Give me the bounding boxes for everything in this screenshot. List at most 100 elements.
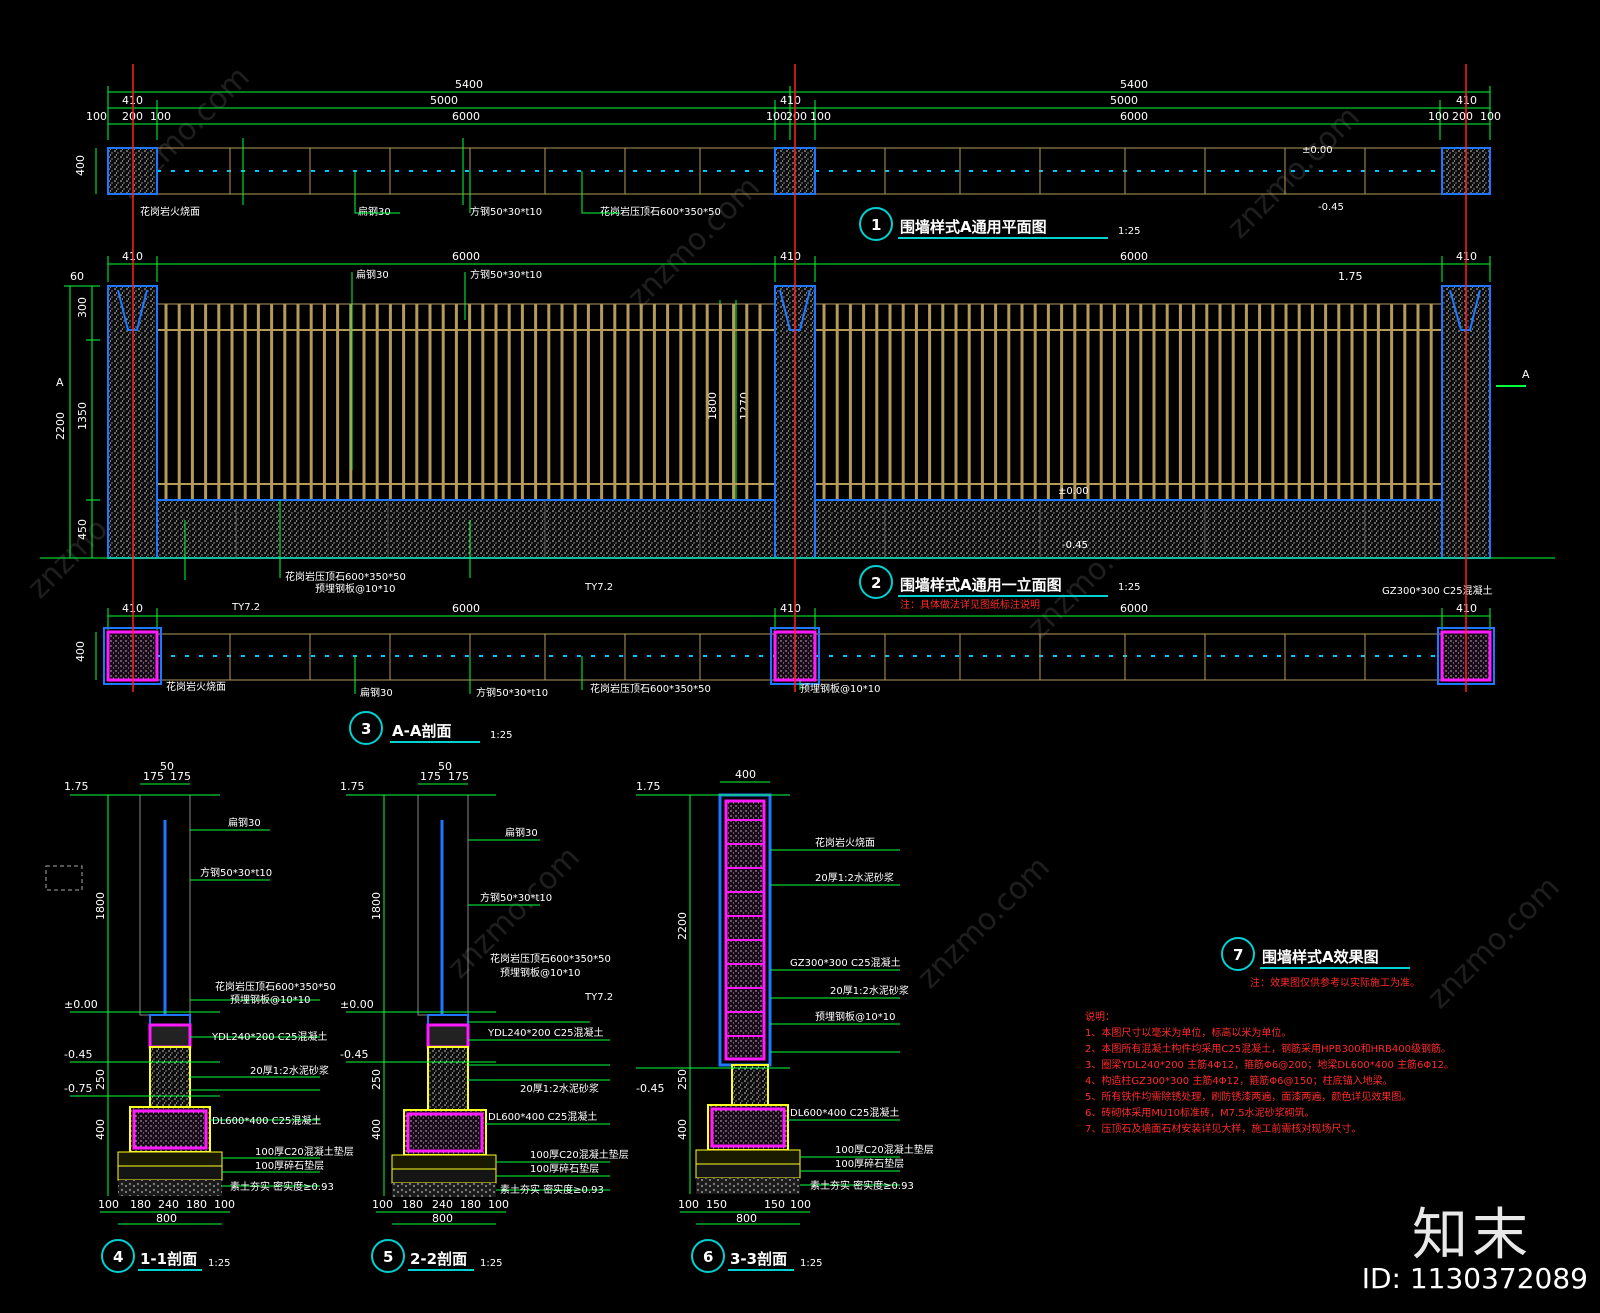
dim-label: 180 bbox=[460, 1198, 481, 1211]
dim-label: 100 bbox=[86, 110, 107, 123]
note-line: 5、所有铁件均需除锈处理，刷防锈漆两遍，面漆两遍，颜色详见效果图。 bbox=[1085, 1090, 1411, 1103]
sec-label: 100厚碎石垫层 bbox=[835, 1157, 904, 1170]
dim-label: 1.75 bbox=[340, 780, 365, 793]
dim-label: 200 bbox=[1452, 110, 1473, 123]
plan-label: 花岗岩压顶石600*350*50 bbox=[600, 205, 721, 218]
dim-label: 180 bbox=[130, 1198, 151, 1211]
aa-scale: 1:25 bbox=[490, 730, 512, 741]
sec-label: 100厚C20混凝土垫层 bbox=[835, 1143, 934, 1156]
aa-label: 预埋钢板@10*10 bbox=[800, 682, 880, 695]
sec-label: TY7.2 bbox=[584, 992, 613, 1003]
aa-label: 方钢50*30*t10 bbox=[476, 686, 548, 699]
dim-label: 5000 bbox=[1110, 94, 1138, 107]
sec-label: 素土夯实 密实度≥0.93 bbox=[500, 1183, 604, 1196]
dim-label: 100 bbox=[1428, 110, 1449, 123]
dim-label: A bbox=[1522, 368, 1530, 381]
dim-label: 400 bbox=[74, 641, 87, 662]
elev-label: ±0.00 bbox=[1058, 486, 1089, 497]
dim-label: 100 bbox=[98, 1198, 119, 1211]
dim-label: 1800 bbox=[370, 892, 383, 920]
note-line: 2、本图所有混凝土构件均采用C25混凝土，钢筋采用HPB300和HRB400级钢… bbox=[1085, 1042, 1451, 1055]
dim-label: 100 bbox=[214, 1198, 235, 1211]
dim-label: 800 bbox=[156, 1212, 177, 1225]
dim-label: 250 bbox=[676, 1069, 689, 1090]
plan-title-number: 1 bbox=[871, 216, 881, 234]
dim-label: 100 bbox=[488, 1198, 509, 1211]
dim-label: 800 bbox=[432, 1212, 453, 1225]
notes-panel: 7 围墙样式A效果图 注：效果图仅供参考以实际施工为准。 说明： 1、本图尺寸以… bbox=[1085, 937, 1454, 1135]
sec-label: 预埋钢板@10*10 bbox=[500, 966, 580, 979]
watermark-text: znzmo.com bbox=[1221, 100, 1367, 246]
dim-label: 50 bbox=[438, 760, 452, 773]
plan-label: 方钢50*30*t10 bbox=[470, 205, 542, 218]
placeholder-box bbox=[45, 865, 83, 891]
dim-label: 175 bbox=[448, 770, 469, 783]
dim-label: ±0.00 bbox=[340, 998, 374, 1011]
aa-label: GZ300*300 C25混凝土 bbox=[1382, 584, 1493, 597]
dim-label: 400 bbox=[676, 1119, 689, 1140]
sec-label: 20厚1:2水泥砂浆 bbox=[520, 1082, 599, 1095]
notes-head: 说明： bbox=[1085, 1010, 1115, 1023]
dim-label: 100 bbox=[810, 110, 831, 123]
section-aa: 410 6000 410 6000 410 400 GZ300*300 C25混… bbox=[74, 584, 1495, 745]
dim-label: 250 bbox=[370, 1069, 383, 1090]
watermark-text: znzmo.com bbox=[1421, 870, 1567, 1016]
dim-label: -0.45 bbox=[340, 1048, 368, 1061]
elev-title: 围墙样式A通用一立面图 bbox=[900, 576, 1062, 594]
sec22-title-number: 5 bbox=[383, 1248, 393, 1266]
id-label: ID: 1130372089 bbox=[1361, 1262, 1588, 1295]
elev-label: TY7.2 bbox=[584, 582, 613, 593]
dim-label: 1800 bbox=[706, 392, 719, 420]
elev-label: TY7.2 bbox=[231, 602, 260, 613]
dim-label: 450 bbox=[76, 519, 89, 540]
note-line: 7、压顶石及墙面石材安装详见大样，施工前需核对现场尺寸。 bbox=[1085, 1122, 1361, 1135]
dim-label: 1.75 bbox=[1338, 270, 1363, 283]
elev-label: 花岗岩压顶石600*350*50 bbox=[285, 570, 406, 583]
dim-label: 100 bbox=[678, 1198, 699, 1211]
dim-label: 800 bbox=[736, 1212, 757, 1225]
dim-label: 1270 bbox=[738, 392, 751, 420]
watermark-text: znzmo.com bbox=[621, 170, 767, 316]
sec-label: 100厚碎石垫层 bbox=[255, 1159, 324, 1172]
sec-label: 花岗岩火烧面 bbox=[815, 836, 875, 849]
dim-label: 2200 bbox=[676, 912, 689, 940]
dim-label: 100 bbox=[1480, 110, 1501, 123]
elev-label: -0.45 bbox=[1062, 540, 1088, 551]
sec-label: 方钢50*30*t10 bbox=[480, 891, 552, 904]
dim-label: 1.75 bbox=[64, 780, 89, 793]
elev-label: 预埋钢板@10*10 bbox=[315, 582, 395, 595]
dim-label: 400 bbox=[94, 1119, 107, 1140]
plan-title: 围墙样式A通用平面图 bbox=[900, 218, 1047, 236]
dim-label: ±0.00 bbox=[64, 998, 98, 1011]
dim-label: 175 bbox=[420, 770, 441, 783]
dim-label: 6000 bbox=[452, 250, 480, 263]
sec33-scale: 1:25 bbox=[800, 1258, 822, 1269]
dim-label: 100 bbox=[766, 110, 787, 123]
dim-label: 240 bbox=[158, 1198, 179, 1211]
sec-label: 预埋钢板@10*10 bbox=[230, 993, 310, 1006]
dim-label: 180 bbox=[186, 1198, 207, 1211]
dim-label: -0.75 bbox=[64, 1082, 92, 1095]
section-33: 1.75 -0.45 400 2200 400 250 100 150 150 … bbox=[636, 768, 934, 1273]
note-line: 1、本图尺寸以毫米为单位，标高以米为单位。 bbox=[1085, 1026, 1291, 1039]
dim-label: 6000 bbox=[1120, 110, 1148, 123]
elev-label: 方钢50*30*t10 bbox=[470, 268, 542, 281]
aa-label: 花岗岩火烧面 bbox=[166, 680, 226, 693]
dim-label: 400 bbox=[74, 155, 87, 176]
dim-label: 410 bbox=[780, 94, 801, 107]
dim-label: 100 bbox=[372, 1198, 393, 1211]
dim-label: 240 bbox=[432, 1198, 453, 1211]
sec-label: 预埋钢板@10*10 bbox=[815, 1010, 895, 1023]
dim-label: 250 bbox=[94, 1069, 107, 1090]
sec-label: 20厚1:2水泥砂浆 bbox=[830, 984, 909, 997]
sec22-scale: 1:25 bbox=[480, 1258, 502, 1269]
effect-note: 注：效果图仅供参考以实际施工为准。 bbox=[1250, 976, 1420, 989]
dim-label: 5000 bbox=[430, 94, 458, 107]
elev-label: 扁钢30 bbox=[356, 268, 389, 281]
elevation-view: 410 6000 410 6000 410 2200 1350 450 300 … bbox=[40, 250, 1555, 613]
sec-label: 100厚C20混凝土垫层 bbox=[530, 1148, 629, 1161]
brand-logo: 知末 bbox=[1412, 1203, 1532, 1268]
dim-label: 400 bbox=[370, 1119, 383, 1140]
sec33-title-number: 6 bbox=[703, 1248, 713, 1266]
sec-label: DL600*400 C25混凝土 bbox=[790, 1106, 899, 1119]
